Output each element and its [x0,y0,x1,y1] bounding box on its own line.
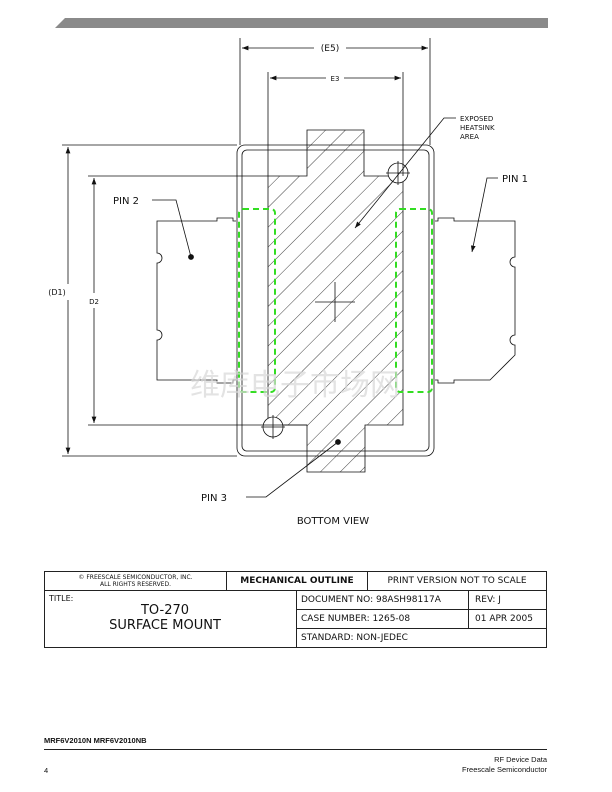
dim-d1-label: (D1) [48,288,66,297]
pin1-lead [435,217,516,384]
dim-d2-label: D2 [89,298,99,306]
package-title-2: SURFACE MOUNT [109,618,221,633]
footer-divider [44,749,547,750]
footer-company: Freescale Semiconductor [461,765,547,774]
copyright-line1: © FREESCALE SEMICONDUCTOR, INC. [78,574,193,581]
dim-e3-label: E3 [331,75,340,83]
part-numbers: MRF6V2010N MRF6V2010NB [44,736,147,745]
pin3-label: PIN 3 [201,493,227,504]
mechanical-drawing: (E5) E3 (D1) D2 EXPOSED HEATSINK AREA PI… [48,38,528,527]
header-bar [55,18,548,28]
document-number: DOCUMENT NO: 98ASH98117A [297,591,469,610]
exposed-label-2: HEATSINK [460,124,495,132]
pin1-label: PIN 1 [502,174,528,185]
pin2-lead [156,217,236,384]
title-label: TITLE: [49,594,74,603]
keepout-left [238,208,276,393]
exposed-heatsink [267,129,404,473]
print-version-label: PRINT VERSION NOT TO SCALE [368,572,546,591]
watermark: 维库电子市场网 [190,368,400,403]
keepout-right [395,208,433,393]
revision-date: 01 APR 2005 [469,610,546,629]
revision: REV: J [469,591,546,610]
standard: STANDARD: NON-JEDEC [301,633,408,643]
exposed-label-3: AREA [460,133,479,141]
pin2-label: PIN 2 [113,196,139,207]
title-block: © FREESCALE SEMICONDUCTOR, INC. ALL RIGH… [44,571,547,648]
view-label: BOTTOM VIEW [297,516,369,527]
exposed-label-1: EXPOSED [460,115,493,123]
page-number: 4 [44,766,49,775]
copyright-line2: ALL RIGHTS RESERVED. [99,581,171,588]
dim-e5-label: (E5) [321,44,339,54]
package-title-1: TO-270 [140,603,190,618]
case-number: CASE NUMBER: 1265-08 [297,610,469,629]
mechanical-outline-label: MECHANICAL OUTLINE [227,572,368,591]
footer-section: RF Device Data [494,755,547,764]
